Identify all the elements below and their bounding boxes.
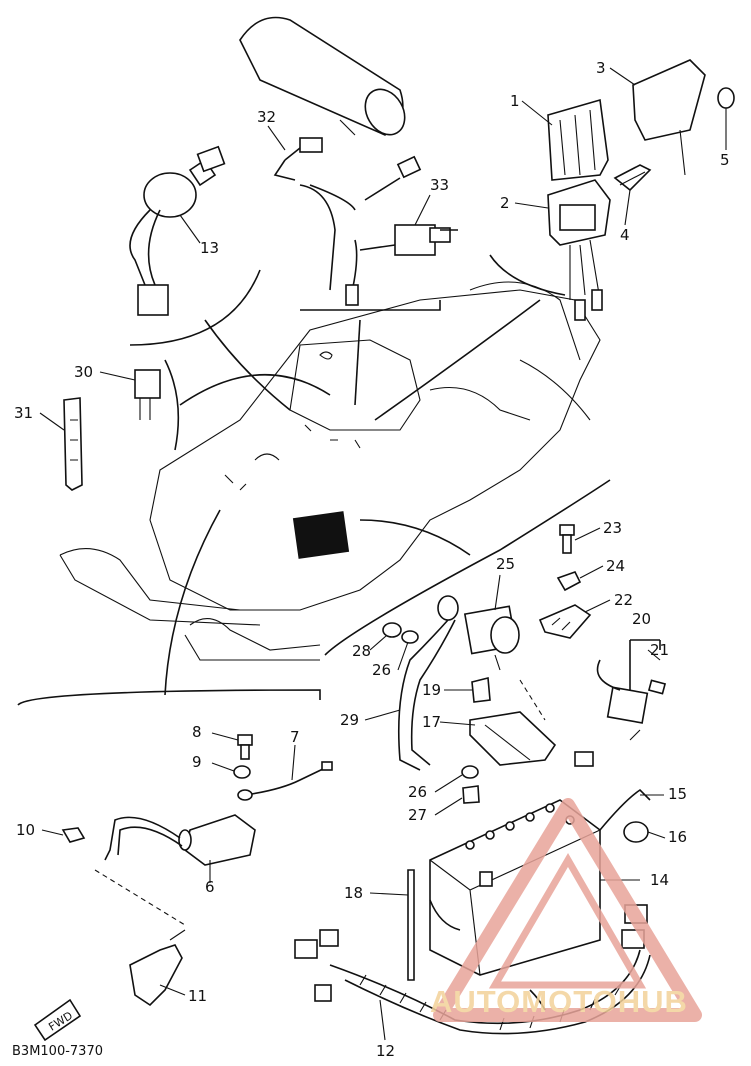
callout-2: 2 [500,194,510,212]
handlebar-grip [239,16,406,136]
callout-26b: 26 [408,783,427,801]
part-collar-27 [462,785,480,804]
part-cap-16 [623,821,649,843]
watermark-logo: AUTOMOTOHUB [430,798,702,1022]
callout-33: 33 [430,176,449,194]
pointer-arrows [164,299,541,696]
part-wire-20-21 [596,639,667,741]
callout-8: 8 [192,723,202,741]
callout-29: 29 [340,711,359,729]
front-direction-marker: FWD [33,998,82,1042]
callout-7: 7 [290,728,300,746]
callout-23: 23 [603,519,622,537]
callout-9: 9 [192,753,202,771]
part-lead-32 [273,137,323,181]
callout-18: 18 [344,884,363,902]
callout-13: 13 [200,239,219,257]
callout-14: 14 [650,871,669,889]
callout-17: 17 [422,713,441,731]
part-battery-box-17 [469,679,594,767]
callout-32: 32 [257,108,276,126]
part-nut-28 [382,622,402,638]
part-relay-25 [463,605,520,671]
callout-1: 1 [510,92,520,110]
part-regulator-3 [632,59,706,176]
part-bolt-8 [237,734,253,760]
part-relay-2 [547,179,611,321]
part-cover-1 [547,98,609,181]
callout-30: 30 [74,363,93,381]
callout-11: 11 [188,987,207,1005]
callout-15: 15 [668,785,687,803]
callout-labels: 1 2 3 4 5 6 7 8 9 10 11 12 13 14 15 16 1… [14,59,730,1060]
part-nut-9 [233,765,251,779]
part-wire-29 [397,595,459,771]
callout-22: 22 [614,591,633,609]
callout-16: 16 [668,828,687,846]
callout-6: 6 [205,878,215,896]
part-coil-6 [104,814,256,866]
part-clip-10 [61,827,86,843]
part-bracket-22 [538,604,592,639]
part-band-31 [63,397,83,491]
part-nut-26b [461,765,479,779]
callout-20: 20 [632,610,651,628]
part-relay-30 [134,369,161,420]
callout-28: 28 [352,642,371,660]
callout-4: 4 [620,226,630,244]
callout-24: 24 [606,557,625,575]
callout-5: 5 [720,151,730,169]
part-cap-5 [717,87,735,109]
diagram-code: B3M100-7370 [12,1044,103,1059]
part-collar-19 [471,676,491,703]
callout-31: 31 [14,404,33,422]
watermark-text: AUTOMOTOHUB [430,984,688,1019]
snowmobile-outline [59,281,601,661]
part-bracket-4 [613,164,652,192]
callout-12: 12 [376,1042,395,1060]
callout-21: 21 [650,641,669,659]
part-wire-7 [237,761,333,801]
part-nut-26a [401,630,419,644]
part-main-switch-13 [129,145,226,316]
callout-19: 19 [422,681,441,699]
part-nut-24 [556,571,582,592]
callout-25: 25 [496,555,515,573]
section-lines [17,254,611,706]
callout-27: 27 [408,806,427,824]
callout-3: 3 [596,59,606,77]
part-bolt-23 [559,524,575,554]
part-plug-cap-11 [94,869,186,1007]
part-rod-18 [407,869,415,981]
callout-26a: 26 [372,661,391,679]
callout-10: 10 [16,821,35,839]
